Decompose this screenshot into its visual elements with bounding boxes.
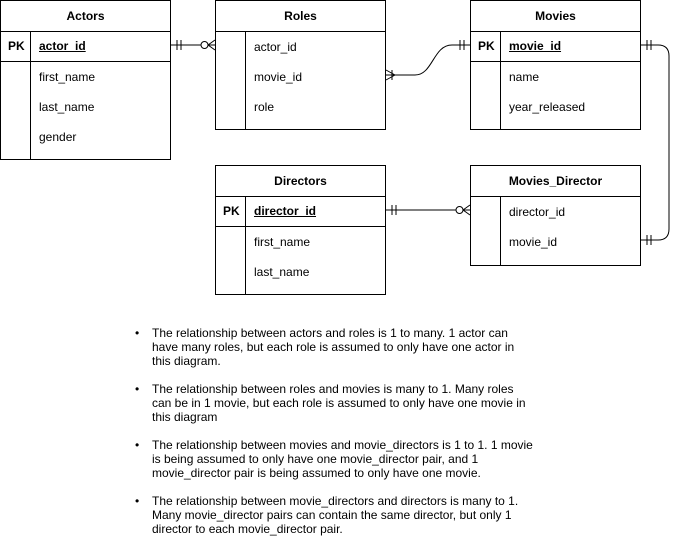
field: movie_id <box>509 235 558 249</box>
field: gender <box>39 130 77 144</box>
entity-roles[interactable]: Roles actor_id movie_id role <box>215 0 386 130</box>
field: name <box>509 70 540 84</box>
column-divider <box>30 31 31 159</box>
entity-movies-director[interactable]: Movies_Director director_id movie_id <box>470 165 641 266</box>
column-divider <box>500 196 501 265</box>
column-divider <box>245 31 246 129</box>
entity-title: Roles <box>216 1 385 32</box>
note-text: The relationship between movie_directors… <box>152 494 519 536</box>
pk-marker: PK <box>8 39 25 53</box>
note-text: The relationship between movies and movi… <box>152 438 533 480</box>
pk-row: PK actor_id <box>1 32 170 62</box>
entity-movies[interactable]: Movies PK movie_id name year_released <box>470 0 641 130</box>
entity-title: Actors <box>1 1 170 32</box>
field: year_released <box>509 100 586 114</box>
pk-marker: PK <box>478 39 495 53</box>
pk-field: movie_id <box>509 39 562 53</box>
pk-row: PK movie_id <box>471 32 640 62</box>
column-divider <box>245 196 246 294</box>
bullet-icon: • <box>135 382 140 396</box>
note-text: The relationship between actors and role… <box>152 326 515 368</box>
note-item: • The relationship between movies and mo… <box>135 438 535 480</box>
entity-directors[interactable]: Directors PK director_id first_name last… <box>215 165 386 295</box>
relationship-actors-roles <box>171 39 216 51</box>
field: first_name <box>254 235 311 249</box>
field: actor_id <box>254 40 297 54</box>
pk-field: actor_id <box>39 39 86 53</box>
pk-marker: PK <box>223 204 240 218</box>
field: last_name <box>254 265 310 279</box>
relationship-roles-movies <box>385 40 470 81</box>
relationship-lines <box>171 39 670 245</box>
field: director_id <box>509 205 566 219</box>
note-item: • The relationship between roles and mov… <box>135 382 535 424</box>
notes-list: • The relationship between actors and ro… <box>135 326 535 550</box>
note-item: • The relationship between movie_directo… <box>135 494 535 536</box>
column-divider <box>500 31 501 129</box>
relationship-movies-movies-director <box>641 40 670 245</box>
note-item: • The relationship between actors and ro… <box>135 326 535 368</box>
entity-actors[interactable]: Actors PK actor_id first_name last_name … <box>0 0 171 160</box>
bullet-icon: • <box>135 326 140 340</box>
pk-field: director_id <box>254 204 317 218</box>
note-text: The relationship between roles and movie… <box>152 382 526 424</box>
entity-title: Movies <box>471 1 640 32</box>
entity-title: Movies_Director <box>471 166 640 197</box>
bullet-icon: • <box>135 494 140 508</box>
field: movie_id <box>254 70 303 84</box>
field: first_name <box>39 70 96 84</box>
field: last_name <box>39 100 95 114</box>
entity-title: Directors <box>216 166 385 197</box>
pk-row: PK director_id <box>216 197 385 227</box>
relationship-directors-movies-director <box>386 204 471 216</box>
bullet-icon: • <box>135 438 140 452</box>
field: role <box>254 100 275 114</box>
